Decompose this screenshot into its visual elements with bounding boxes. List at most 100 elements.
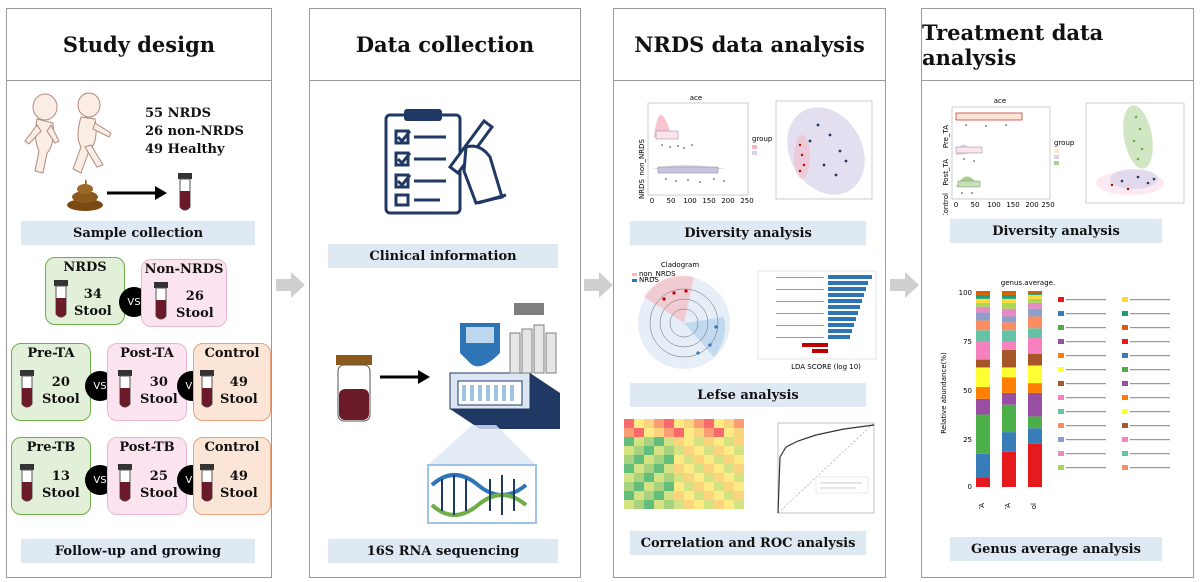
heatmap-cell: [694, 446, 704, 455]
tube-icon: [118, 370, 132, 408]
heatmap-cell: [644, 428, 654, 437]
legend-swatch: [1122, 367, 1128, 372]
lda-bar-plot: LDA SCORE (log 10): [757, 270, 877, 371]
heatmap-cell: [724, 482, 734, 491]
y-tick-label: 50: [963, 387, 972, 395]
legend-swatch: [1058, 395, 1064, 400]
heatmap-cell: [684, 491, 694, 500]
heatmap-cell: [724, 428, 734, 437]
heatmap-cell: [674, 455, 684, 464]
arrow-right-icon: [380, 370, 430, 384]
genus-bar-segment: [976, 291, 990, 295]
tube-icon: [154, 282, 168, 320]
heatmap-cell: [634, 446, 644, 455]
heatmap-cell: [644, 473, 654, 482]
count-value: 30: [149, 375, 168, 390]
heatmap-cell: [654, 455, 664, 464]
sample-collection-label: Sample collection: [21, 221, 255, 245]
nrds-analysis-title: NRDS data analysis: [614, 9, 885, 81]
legend-swatch: [1122, 297, 1128, 302]
heatmap-cell: [734, 482, 744, 491]
heatmap-cell: [624, 419, 634, 428]
group-control-tb-name: Control: [204, 440, 260, 455]
heatmap-cell: [634, 428, 644, 437]
heatmap-cell: [694, 491, 704, 500]
group-control-ta-name: Control: [204, 346, 260, 361]
heatmap-cell: [734, 446, 744, 455]
legend-swatch: [1122, 311, 1128, 316]
heatmap-cell: [664, 419, 674, 428]
legend-label: non_NRDS: [639, 270, 676, 278]
heatmap-cell: [734, 464, 744, 473]
heatmap-cell: [674, 500, 684, 509]
heatmap-cell: [724, 419, 734, 428]
sample-jar-icon: [336, 355, 372, 422]
tick-label: 200: [721, 197, 734, 205]
genus-average-label: Genus average analysis: [950, 537, 1162, 561]
legend-text-placeholder: [1066, 369, 1106, 371]
legend-swatch: [752, 151, 757, 155]
legend-text-placeholder: [1130, 397, 1170, 399]
genus-average-stacked-bar: genus.average. Relative abundance(%) 100…: [940, 279, 1170, 509]
heatmap-cell: [674, 464, 684, 473]
group-non-nrds-name: Non-NRDS: [144, 262, 224, 277]
genus-bar-segment: [1028, 291, 1042, 293]
legend-text-placeholder: [1066, 439, 1106, 441]
nrds-analysis-panel: NRDS data analysis ace non_NRDS NRDS 0 5…: [613, 8, 886, 578]
heatmap-cell: [654, 437, 664, 446]
genus-bar-segment: [1028, 302, 1042, 309]
flow-arrow-icon: [276, 272, 305, 298]
group-nrds-name: NRDS: [63, 260, 107, 275]
count-value: 49: [229, 469, 248, 484]
heatmap-cell: [644, 455, 654, 464]
heatmap-cell: [734, 491, 744, 500]
legend-swatch: [1058, 423, 1064, 428]
correlation-roc-label: Correlation and ROC analysis: [630, 531, 866, 555]
legend-text-placeholder: [1130, 355, 1170, 357]
heatmap-cell: [734, 500, 744, 509]
genus-bar-segment: [1028, 383, 1042, 393]
legend-swatch: [1122, 395, 1128, 400]
heatmap-cell: [664, 437, 674, 446]
heatmap-cell: [694, 500, 704, 509]
genus-bar-segment: [1028, 338, 1042, 354]
heatmap-cell: [704, 437, 714, 446]
heatmap-cell: [654, 500, 664, 509]
heatmap-cell: [654, 482, 664, 491]
heatmap-cell: [624, 482, 634, 491]
ace-raincloud-plot: ace non_NRDS NRDS 0 50 100 150 200 250 g…: [638, 94, 772, 205]
legend-swatch: [1058, 311, 1064, 316]
roc-curve-plot: [777, 422, 875, 514]
legend-text-placeholder: [1130, 439, 1170, 441]
heatmap-cell: [704, 473, 714, 482]
genus-bar-segment: [976, 453, 990, 478]
heatmap-cell: [704, 500, 714, 509]
heatmap-cell: [654, 473, 664, 482]
legend-title: group: [1054, 139, 1075, 147]
genus-bar-segment: [976, 306, 990, 313]
plot-title: ace: [994, 97, 1006, 105]
genus-bar-segment: [976, 294, 990, 299]
data-collection-title: Data collection: [310, 9, 580, 81]
legend-swatch: [1122, 381, 1128, 386]
legend-text-placeholder: [1130, 425, 1170, 427]
count-value: 20: [51, 375, 70, 390]
genus-bar-segment: [976, 298, 990, 303]
stool-icon: [67, 179, 103, 211]
heatmap-cell: [734, 419, 744, 428]
tick-label: 150: [702, 197, 715, 205]
heatmap-cell: [634, 491, 644, 500]
genus-bar-segment: [1028, 416, 1042, 429]
legend-text-placeholder: [1066, 341, 1106, 343]
x-group-label: Control: [1030, 503, 1038, 509]
heatmap-cell: [624, 500, 634, 509]
legend-swatch: [1058, 409, 1064, 414]
arrow-right-icon: [107, 186, 167, 200]
genus-bar-segment: [1002, 302, 1016, 309]
genus-bar-segment: [1002, 432, 1016, 452]
